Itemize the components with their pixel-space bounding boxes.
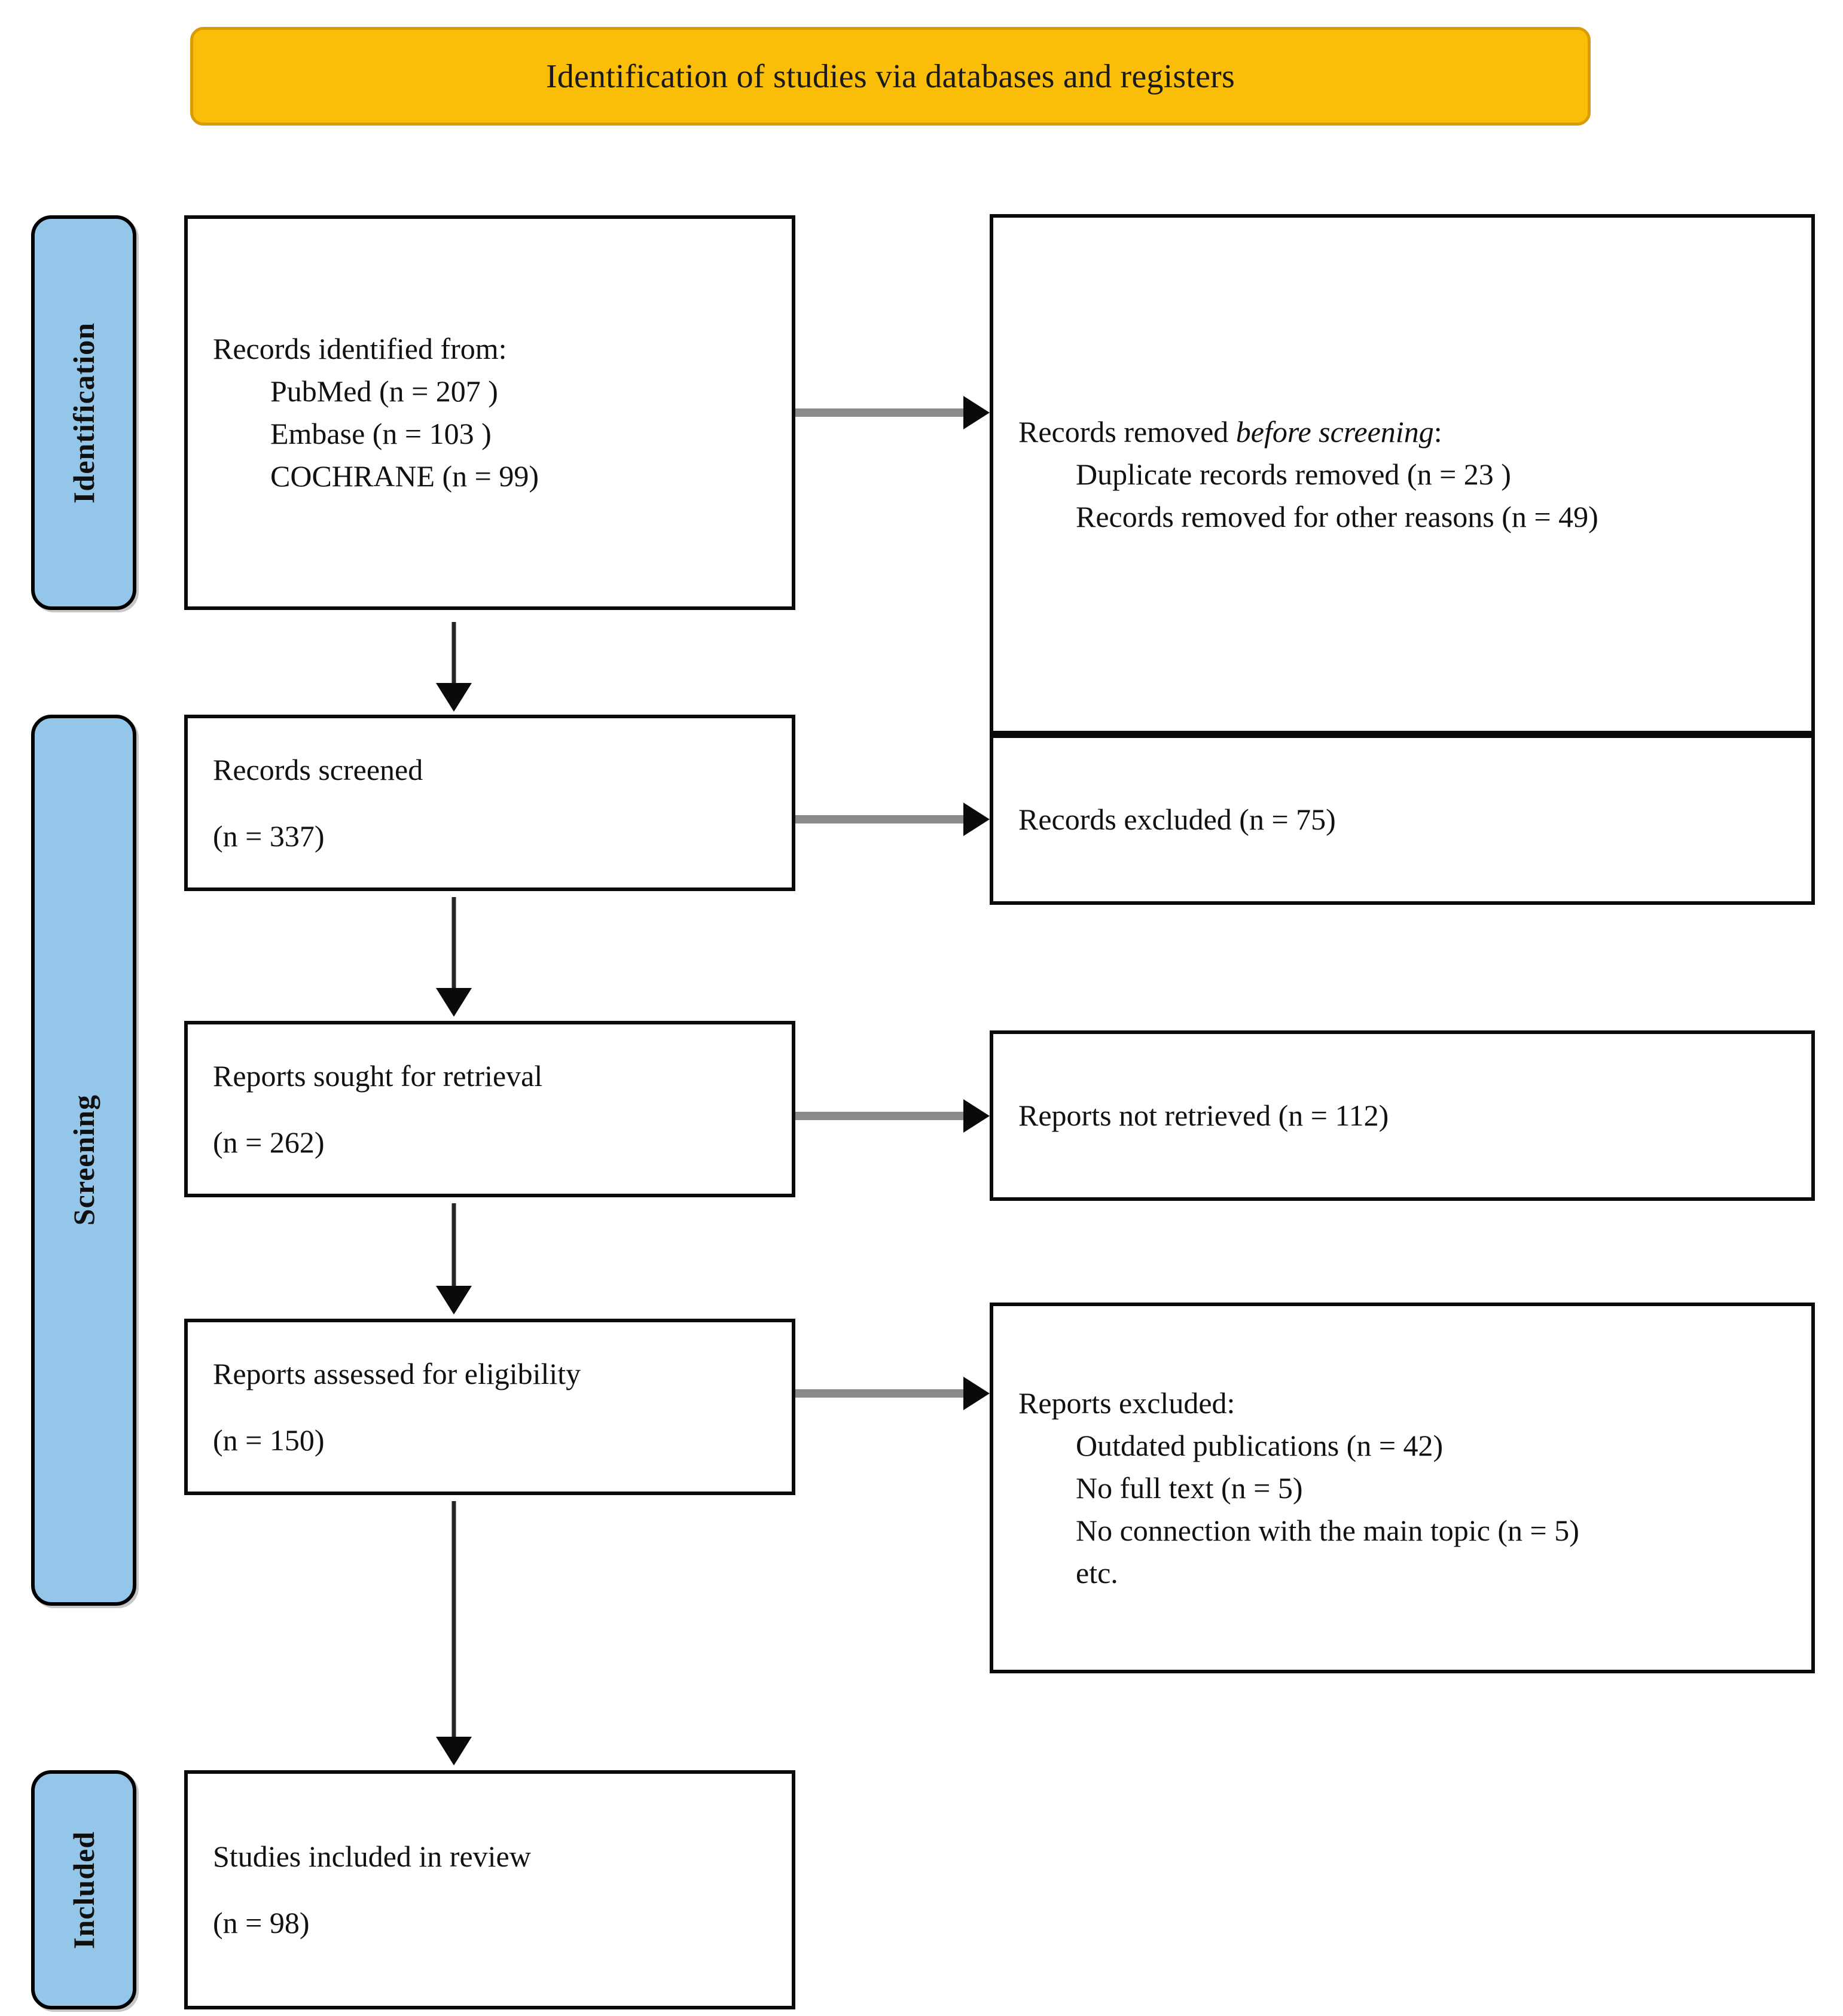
arrow-shaft <box>451 1203 456 1287</box>
records-screened-label: Records screened <box>213 752 423 786</box>
reports-sought-count: (n = 262) <box>213 1125 325 1159</box>
arrow-assessed-to-included-icon <box>436 1501 472 1765</box>
arrow-head <box>436 683 472 712</box>
arrow-identified-to-removed-icon <box>795 395 990 431</box>
box-records-removed-before-screening: Records removed before screening: Duplic… <box>990 214 1815 734</box>
records-identified-source-cochrane: COCHRANE (n = 99) <box>270 459 539 493</box>
arrow-shaft <box>795 1112 963 1120</box>
stage-label-included: Included <box>67 1831 100 1949</box>
records-excluded-label: Records excluded (n = 75) <box>1018 803 1336 836</box>
box-studies-included: Studies included in review (n = 98) <box>184 1770 795 2009</box>
records-screened-count: (n = 337) <box>213 819 325 853</box>
box-reports-excluded: Reports excluded: Outdated publications … <box>990 1303 1815 1673</box>
reports-excluded-heading: Reports excluded: <box>1018 1386 1235 1420</box>
stage-label-screening: Screening <box>67 1094 100 1226</box>
arrow-shaft <box>451 1501 456 1738</box>
stage-bar-identification: Identification <box>31 215 136 610</box>
studies-included-label: Studies included in review <box>213 1840 531 1873</box>
arrow-sought-to-not-retrieved-icon <box>795 1098 990 1134</box>
reports-excluded-etc: etc. <box>1076 1556 1118 1590</box>
reports-not-retrieved-label: Reports not retrieved (n = 112) <box>1018 1099 1389 1132</box>
arrow-head <box>963 396 990 429</box>
box-reports-not-retrieved: Reports not retrieved (n = 112) <box>990 1030 1815 1201</box>
diagram-title: Identification of studies via databases … <box>545 57 1235 95</box>
arrow-head <box>963 803 990 836</box>
arrow-screened-to-excluded-icon <box>795 801 990 837</box>
reports-sought-label: Reports sought for retrieval <box>213 1059 543 1093</box>
arrow-shaft <box>795 815 963 824</box>
reports-assessed-label: Reports assessed for eligibility <box>213 1356 581 1390</box>
arrow-shaft <box>795 1389 963 1398</box>
arrow-head <box>436 1286 472 1314</box>
records-identified-source-pubmed: PubMed (n = 207 ) <box>270 374 498 408</box>
arrow-sought-to-assessed-icon <box>436 1203 472 1314</box>
box-reports-assessed: Reports assessed for eligibility (n = 15… <box>184 1319 795 1495</box>
arrow-assessed-to-reports-excluded-icon <box>795 1375 990 1411</box>
arrow-head <box>436 1737 472 1765</box>
records-removed-other-reasons: Records removed for other reasons (n = 4… <box>1076 499 1598 533</box>
records-removed-heading-pre: Records removed <box>1018 414 1236 449</box>
records-identified-source-embase: Embase (n = 103 ) <box>270 417 492 450</box>
box-records-identified: Records identified from: PubMed (n = 207… <box>184 215 795 610</box>
box-reports-sought: Reports sought for retrieval (n = 262) <box>184 1021 795 1197</box>
records-removed-duplicates: Duplicate records removed (n = 23 ) <box>1076 457 1511 491</box>
arrow-shaft <box>795 408 963 417</box>
studies-included-count: (n = 98) <box>213 1906 310 1939</box>
records-removed-heading-post: : <box>1433 414 1442 449</box>
stage-label-identification: Identification <box>67 322 100 504</box>
stage-bar-screening: Screening <box>31 715 136 1606</box>
diagram-header-banner: Identification of studies via databases … <box>190 27 1591 126</box>
arrow-shaft <box>451 622 456 684</box>
arrow-head <box>436 988 472 1017</box>
reports-excluded-outdated: Outdated publications (n = 42) <box>1076 1428 1444 1462</box>
reports-excluded-no-full-text: No full text (n = 5) <box>1076 1471 1303 1505</box>
reports-excluded-no-connection: No connection with the main topic (n = 5… <box>1076 1513 1579 1547</box>
arrow-screened-to-sought-icon <box>436 897 472 1017</box>
box-records-excluded: Records excluded (n = 75) <box>990 734 1815 905</box>
arrow-head <box>963 1099 990 1133</box>
records-removed-heading-emphasis: before screening <box>1235 414 1434 449</box>
arrow-identified-to-screened-icon <box>436 622 472 712</box>
records-removed-heading: Records removed before screening: <box>1018 411 1786 453</box>
arrow-head <box>963 1377 990 1410</box>
arrow-shaft <box>451 897 456 989</box>
box-records-screened: Records screened (n = 337) <box>184 715 795 891</box>
records-identified-heading: Records identified from: <box>213 332 507 365</box>
stage-bar-included: Included <box>31 1770 136 2009</box>
reports-assessed-count: (n = 150) <box>213 1423 325 1457</box>
